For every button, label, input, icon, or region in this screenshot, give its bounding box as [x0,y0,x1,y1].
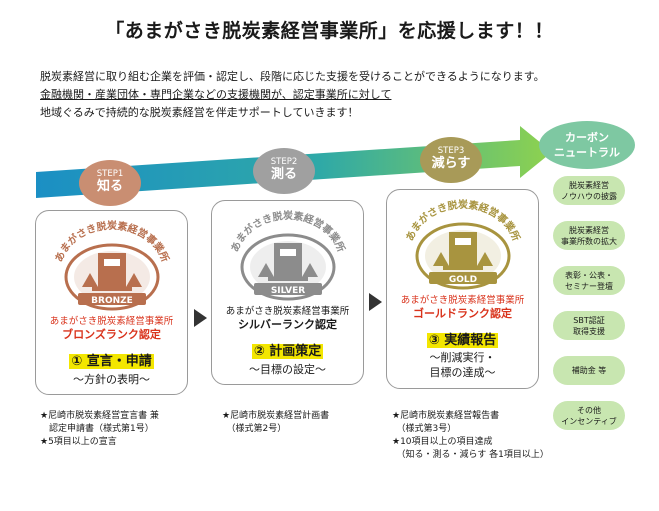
benefit-item: 脱炭素経営ノウハウの披露 [553,176,625,205]
silver-phase-label: ② 計画策定 [251,344,324,359]
note-line: ★尼崎市脱炭素経営報告書 [392,411,500,421]
silver-tree-icon [258,263,274,277]
silver-rank: シルバーランク認定 [238,318,337,331]
silver-org: あまがさき脱炭素経営事業所 [225,306,350,317]
silver-ribbon [254,283,322,295]
note-line: ★尼崎市脱炭素経営宣言書 兼 [40,411,159,421]
bronze-rank: ブロンズランク認定 [62,328,161,341]
goal-line-2: ニュートラル [554,146,620,159]
step1-label: STEP1 [96,169,124,179]
card-gold: あまがさき脱炭素経営事業所 GOLD あまがさき脱炭素経営事業所 ゴールドランク… [386,189,539,389]
silver-badge-label: SILVER [271,286,305,296]
bronze-org: あまがさき脱炭素経営事業所 [49,316,174,327]
note-line: ★10項目以上の項目達成 [392,437,493,447]
note-line: 認定申請書（様式第1号） [40,424,154,434]
intro-line-3: 地域ぐるみで持続的な脱炭素経営を伴走サポートしていきます！ [40,106,359,119]
step1-verb: 知る [96,179,123,194]
gold-sub-1: 〜削減実行・ [429,351,496,364]
gold-phase: ③ 実績報告 [387,329,538,348]
note-line: ★5項目以上の宣言 [40,437,117,447]
arrow-1-to-2 [194,309,207,327]
arrow-2-to-3 [369,293,382,311]
gold-sub: 〜削減実行・ 目標の達成〜 [387,350,538,380]
silver-building-icon [274,243,302,277]
gold-sub-2: 目標の達成〜 [429,366,496,379]
step2-label: STEP2 [270,157,298,167]
card-bronze: あまがさき脱炭素経営事業所 BRONZE あまがさき脱炭素経営事業所 ブロンズラ… [35,210,188,395]
step2-verb: 測る [270,167,297,182]
gold-phase-label: ③ 実績報告 [426,333,499,348]
goal-line-1: カーボン [565,131,609,144]
intro-line-1: 脱炭素経営に取り組む企業を評価・認定し、段階に応じた支援を受けることができるよう… [40,68,545,86]
step2-bubble: STEP2 測る [253,148,315,194]
intro-line-1-text: 脱炭素経営に取り組む企業を評価・認定し、段階に応じた支援を受けることができるよう… [40,70,545,83]
note-line: （様式第3号） [392,424,457,434]
bronze-ribbon [78,293,146,305]
bronze-tree-icon [82,273,98,287]
notes-bronze: ★尼崎市脱炭素経営宣言書 兼 認定申請書（様式第1号） ★5項目以上の宣言 [40,410,159,449]
bronze-emblem: あまがさき脱炭素経営事業所 BRONZE [52,219,172,311]
page-title: 「あまがさき脱炭素経営事業所」を応援します！！ [105,20,554,42]
bronze-building-icon [98,253,126,287]
intro-text: 脱炭素経営に取り組む企業を評価・認定し、段階に応じた支援を受けることができるよう… [40,68,545,122]
benefit-item: 補助金 等 [553,356,625,385]
gold-building-icon [449,232,477,266]
silver-phase: ② 計画策定 [212,340,363,359]
step3-bubble: STEP3 減らす [420,137,482,183]
step1-bubble: STEP1 知る [79,160,141,206]
gold-org: あまがさき脱炭素経営事業所 [400,295,525,306]
gold-rank: ゴールドランク認定 [413,307,512,320]
gold-emblem: あまがさき脱炭素経営事業所 GOLD [403,198,523,290]
note-line: （知る・測る・減らす 各1項目以上） [392,450,549,460]
card-silver: あまがさき脱炭素経営事業所 SILVER あまがさき脱炭素経営事業所 シルバーラ… [211,200,364,385]
gold-ribbon [429,272,497,284]
benefit-item: SBT認証取得支援 [553,311,625,340]
bronze-sub: 〜方針の表明〜 [73,373,150,386]
step3-verb: 減らす [431,156,471,171]
benefit-item: 表彰・公表・セミナー登壇 [553,266,625,295]
silver-sub: 〜目標の設定〜 [249,363,326,376]
bronze-badge-label: BRONZE [91,296,133,306]
benefit-item: 脱炭素経営事業所数の拡大 [553,221,625,250]
step3-label: STEP3 [437,146,465,156]
gold-badge-label: GOLD [449,275,477,285]
bronze-phase: ① 宣言・申請 [36,350,187,369]
benefit-item: その他インセンティブ [553,401,625,430]
note-line: ★尼崎市脱炭素経営計画書 [222,411,330,421]
intro-line-2: 金融機関・産業団体・専門企業などの支援機関が、認定事業所に対して [40,88,392,101]
bronze-phase-label: ① 宣言・申請 [69,354,154,369]
gold-tree-icon [433,252,449,266]
carbon-neutral-goal: カーボン ニュートラル [539,121,635,169]
silver-emblem: あまがさき脱炭素経営事業所 SILVER [228,209,348,301]
notes-gold: ★尼崎市脱炭素経営報告書 （様式第3号） ★10項目以上の項目達成 （知る・測る… [392,410,549,462]
note-line: （様式第2号） [222,424,287,434]
notes-silver: ★尼崎市脱炭素経営計画書 （様式第2号） [222,410,329,436]
